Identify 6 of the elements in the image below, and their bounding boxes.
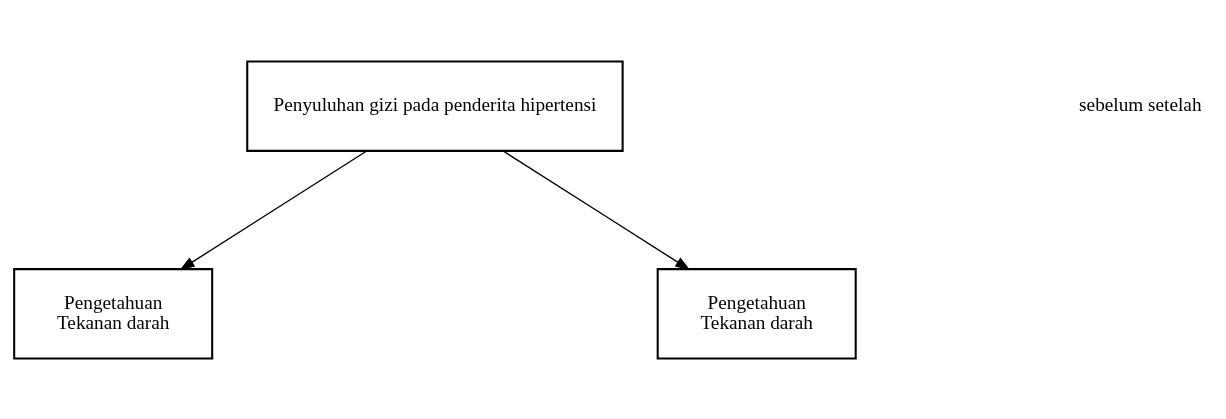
arrow [502,149,691,270]
arrow [179,149,368,270]
label: sebelum setelah [1079,93,1202,115]
node-box: Pengetahuan Tekanan darah [13,267,214,360]
node-box: Pengetahuan Tekanan darah [656,267,857,360]
node-box: Penyuluhan gizi pada penderita hipertensi [246,59,624,152]
